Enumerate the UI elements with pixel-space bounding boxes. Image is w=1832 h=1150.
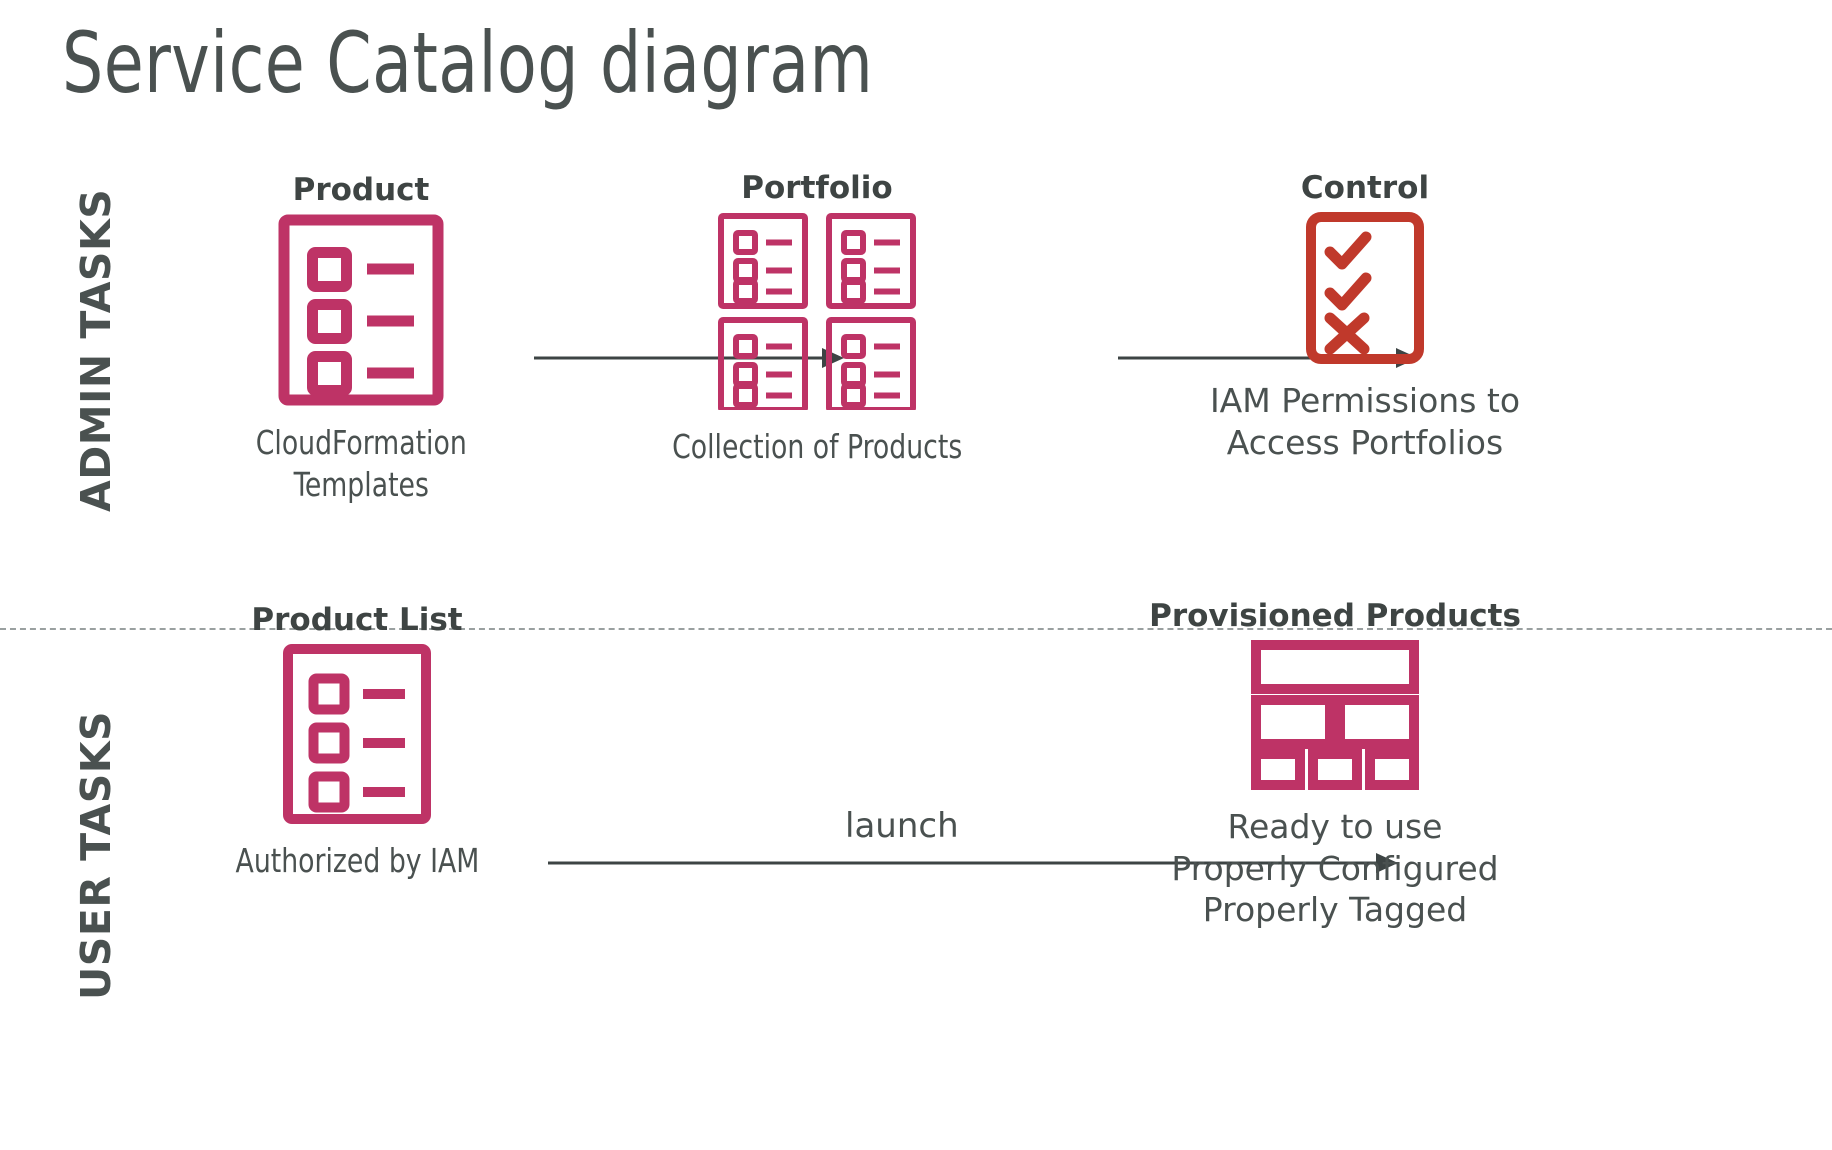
row-label-user-tasks: USER TASKS — [72, 710, 120, 1000]
node-product-title: Product — [292, 172, 430, 208]
four-documents-grid-icon — [717, 212, 917, 414]
page-title: Service Catalog diagram — [62, 14, 874, 112]
node-provisioned-products-title: Provisioned Products — [1149, 598, 1521, 634]
dashboard-grid-icon — [1251, 640, 1419, 794]
node-portfolio-title: Portfolio — [741, 170, 893, 206]
node-product-caption: CloudFormation Templates — [255, 423, 467, 504]
checklist-approval-icon — [1306, 212, 1424, 368]
node-provisioned-products: Provisioned Products Ready to use Proper… — [1145, 598, 1525, 931]
node-portfolio-caption: Collection of Products — [671, 427, 963, 466]
node-control-title: Control — [1300, 170, 1430, 206]
node-control-caption: IAM Permissions to Access Portfolios — [1209, 381, 1521, 462]
node-provisioned-products-caption: Ready to use Properly Configured Properl… — [1171, 807, 1499, 930]
connector-label-launch: launch — [845, 806, 959, 846]
node-product: Product CloudFormation Templates — [196, 172, 526, 505]
node-product-list-title: Product List — [251, 602, 463, 638]
document-checklist-icon — [278, 214, 444, 410]
row-divider — [0, 628, 1832, 630]
document-checklist-icon — [283, 644, 431, 828]
node-product-list: Product List Authorized by IAM — [192, 602, 522, 882]
node-control: Control IAM Permissions to Access Portfo… — [1200, 170, 1530, 463]
row-label-admin-tasks: ADMIN TASKS — [72, 188, 120, 512]
node-portfolio: Portfolio Collection of Products — [652, 170, 982, 468]
node-product-list-caption: Authorized by IAM — [235, 841, 479, 880]
arrow-product-list-to-provisioned-products — [548, 850, 1398, 880]
